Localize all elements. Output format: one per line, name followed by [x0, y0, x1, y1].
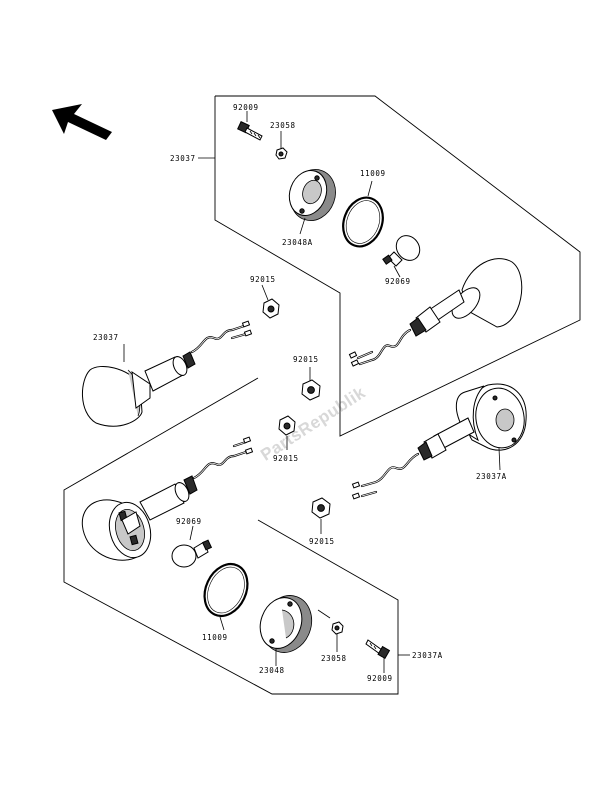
signal-left: [81, 320, 253, 427]
label-signal-left: 23037: [93, 333, 119, 342]
nut-small-bottom: [317, 609, 344, 652]
ring-bottom: [203, 563, 249, 631]
label-signal-right-lower: 23037A: [476, 472, 507, 481]
bolt-bottom: [365, 639, 391, 673]
front-direction-arrow-icon: [52, 104, 112, 140]
label-bulb-bottom: 92069: [176, 517, 202, 526]
signal-lower-right: [351, 383, 527, 500]
frame-top: [214, 95, 581, 437]
label-nut-bottom: 92015: [309, 537, 335, 546]
label-assembly-top: 23037: [170, 154, 196, 163]
label-ring-top: 11009: [360, 169, 386, 178]
nut-top: [275, 131, 288, 160]
lens-bottom: [259, 595, 313, 666]
label-nut-center-lower: 92015: [273, 454, 299, 463]
label-nut-top: 23058: [270, 121, 296, 130]
bulb-top: [382, 235, 421, 278]
lens-top: [288, 169, 336, 235]
label-bolt-top: 92009: [233, 103, 259, 112]
label-ring-bottom: 11009: [202, 633, 228, 642]
label-bulb-top: 92069: [385, 277, 411, 286]
nut-center-lower: [278, 415, 296, 450]
label-nut-center: 92015: [293, 355, 319, 364]
label-nut-small-bottom: 23058: [321, 654, 347, 663]
signal-upper-right: [348, 258, 523, 367]
ring-top: [342, 180, 384, 248]
label-lens-bottom: 23048: [259, 666, 285, 675]
nut-upper-left: [261, 284, 280, 319]
label-nut-upper-left: 92015: [250, 275, 276, 284]
frame-bottom: [63, 377, 399, 695]
bulb-bottom: [171, 525, 213, 568]
nut-bottom: [311, 497, 331, 534]
label-lens-top: 23048A: [282, 238, 313, 247]
nut-center: [301, 367, 321, 401]
label-assembly-bottom: 23037A: [412, 651, 443, 660]
signal-lower-left: [81, 436, 254, 561]
bolt-top: [237, 111, 263, 141]
label-bolt-bottom: 92009: [367, 674, 393, 683]
